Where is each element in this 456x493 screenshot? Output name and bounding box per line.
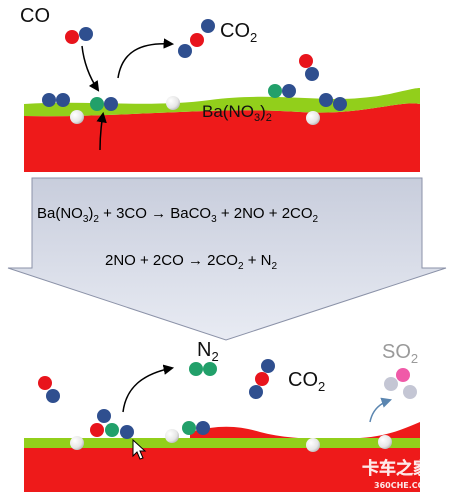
co-label: CO [20, 5, 50, 27]
co-molecule-incoming [65, 27, 93, 44]
co2-label-top: CO2 [220, 20, 257, 45]
top-catalyst-layer [24, 88, 420, 172]
platinum-particles-top [70, 96, 320, 125]
reaction-arrow-panel [7, 177, 447, 341]
cursor-icon [132, 438, 147, 460]
equation-1: Ba(NO3)2 + 3CO → BaCO3 + 2NO + 2CO2 [37, 205, 319, 225]
substrate-red-top [24, 103, 420, 172]
co2-molecule-bottom [249, 359, 275, 399]
bottom-catalyst-layer [24, 422, 420, 492]
so2-molecule [384, 368, 417, 399]
adsorption-arrow [81, 45, 100, 92]
co2-molecule-top [178, 19, 215, 58]
substrate-red-bottom [24, 448, 420, 492]
n2-molecule [189, 362, 217, 376]
desorption-arrow [117, 38, 175, 79]
n2-label: N2 [197, 339, 219, 364]
co2-label-bottom: CO2 [288, 369, 325, 394]
so2-label: SO2 [382, 341, 418, 366]
deposit-red-bottom [190, 422, 420, 440]
n2-desorption-arrow [122, 364, 175, 413]
adsorbed-molecules-bottom [90, 409, 210, 439]
co-molecule-bottom [38, 376, 60, 403]
watermark-brand: 卡车之家 [362, 458, 430, 479]
oxygen-migration-arrow [96, 111, 107, 151]
adsorbed-molecules-top [42, 84, 347, 111]
washcoat-green-top [24, 88, 420, 117]
watermark: 卡车之家 360CHE.COM [362, 458, 433, 490]
equation-2: 2NO + 2CO → 2CO2 + N2 [105, 252, 277, 272]
so2-desorption-arrow [369, 397, 392, 423]
oxygen-molecule-top [299, 54, 319, 81]
catalyst-label: Ba(NO3)2 [202, 102, 272, 124]
washcoat-green-bottom [24, 438, 420, 448]
platinum-particles-bottom [70, 429, 392, 452]
watermark-url: 360CHE.COM [374, 481, 432, 490]
